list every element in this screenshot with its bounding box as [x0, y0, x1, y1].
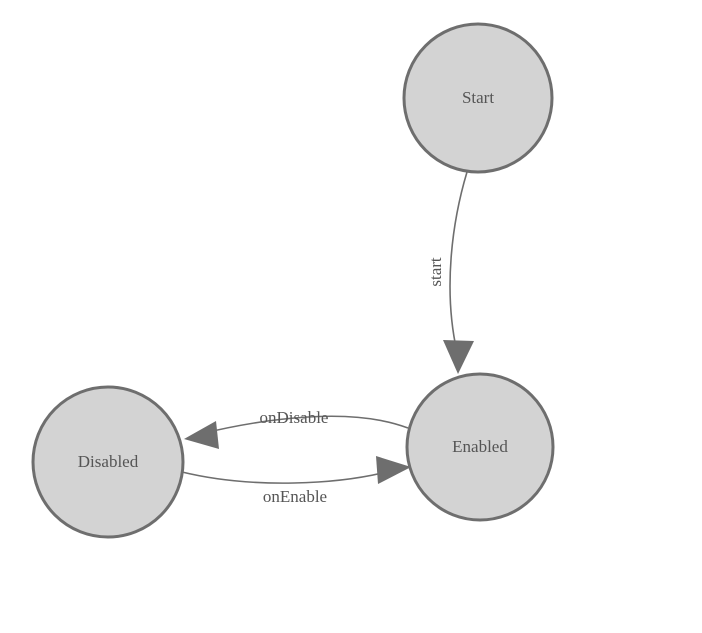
edge-start-to-enabled-path	[449, 171, 468, 353]
state-node-enabled-circle	[405, 372, 555, 522]
edge-label-onenable: onEnable	[263, 487, 327, 506]
state-node-start[interactable]: Start	[402, 22, 554, 174]
state-node-start-circle	[402, 22, 554, 174]
edge-disabled-to-enabled-path	[181, 469, 395, 484]
edge-label-start: start	[426, 257, 445, 287]
edge-label-ondisable: onDisable	[260, 408, 329, 427]
edge-start-to-enabled[interactable]: start	[426, 171, 474, 374]
state-node-disabled[interactable]: Disabled	[31, 385, 185, 539]
edge-enabled-to-disabled[interactable]: onDisable	[184, 408, 409, 449]
state-node-enabled[interactable]: Enabled	[405, 372, 555, 522]
state-node-enabled-label: Enabled	[452, 437, 508, 456]
edge-enabled-to-disabled-path	[199, 415, 409, 435]
arrowhead-left-icon	[184, 421, 219, 449]
state-node-disabled-circle	[31, 385, 185, 539]
state-node-start-label: Start	[462, 88, 494, 107]
state-node-disabled-label: Disabled	[78, 452, 139, 471]
arrowhead-right-icon	[376, 456, 411, 484]
arrowhead-down-icon	[443, 340, 474, 374]
edge-disabled-to-enabled[interactable]: onEnable	[181, 456, 411, 506]
